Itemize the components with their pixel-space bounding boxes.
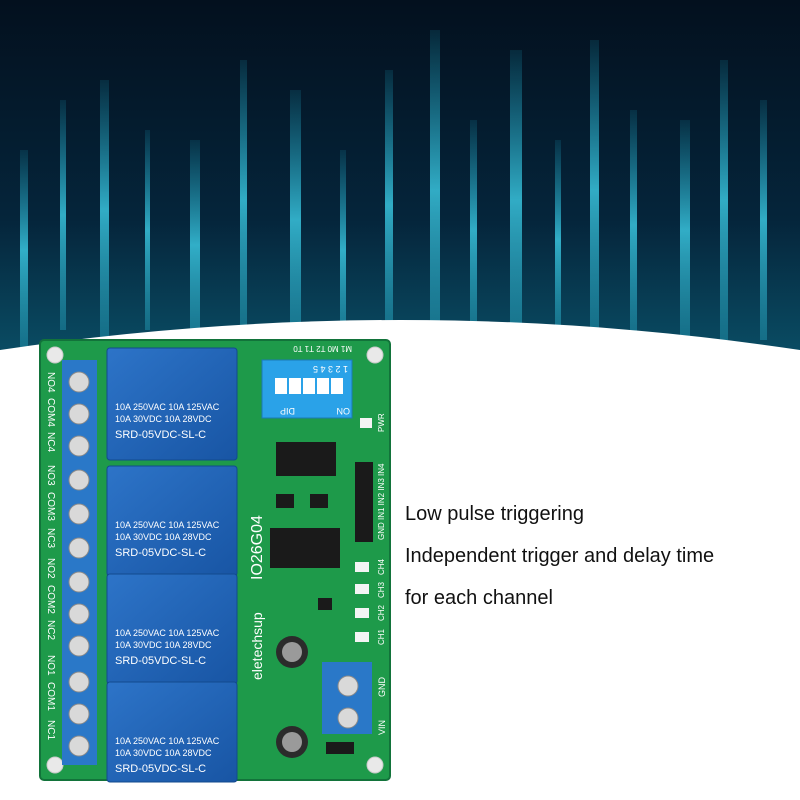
relay-rating: 10A 250VAC 10A 125VAC — [115, 520, 220, 530]
feature-list: Low pulse triggering Independent trigger… — [405, 500, 795, 626]
channel-leds: CH4 CH3 CH2 CH1 — [355, 558, 386, 645]
led-label: CH3 — [377, 581, 386, 598]
power-led-label: PWR — [377, 413, 386, 432]
feature-text: Low pulse triggering — [405, 503, 584, 525]
relay-rating: 10A 250VAC 10A 125VAC — [115, 628, 220, 638]
relay-part-number: SRD-05VDC-SL-C — [115, 655, 206, 667]
power-terminal-label: VIN — [377, 720, 387, 735]
relay-rating: 10A 30VDC 10A 28VDC — [115, 414, 212, 424]
diode — [326, 742, 354, 754]
capacitor — [276, 636, 308, 758]
dip-on-label: ON — [337, 406, 351, 416]
relay-4: 10A 250VAC 10A 125VAC 10A 30VDC 10A 28VD… — [106, 681, 238, 783]
terminal-label: NO4 — [45, 372, 56, 393]
terminal-label: NO3 — [45, 465, 56, 486]
terminal-label: COM3 — [45, 492, 56, 521]
relay-part-number: SRD-05VDC-SL-C — [115, 547, 206, 559]
relay-part-number: SRD-05VDC-SL-C — [115, 429, 206, 441]
relay-1: 10A 250VAC 10A 125VAC 10A 30VDC 10A 28VD… — [106, 347, 238, 461]
board-model-label: IO26G04 — [249, 515, 266, 580]
terminal-label: NC3 — [45, 528, 56, 548]
relay-rating: 10A 250VAC 10A 125VAC — [115, 402, 220, 412]
dip-switch: DIP ON 1 2 3 4 5 — [261, 359, 353, 419]
terminal-label: NO2 — [45, 558, 56, 579]
led-label: CH4 — [377, 558, 386, 575]
terminal-label: NC2 — [45, 620, 56, 640]
ic-chip — [270, 442, 340, 610]
board-brand-label: eletechsup — [249, 612, 265, 680]
led-label: CH2 — [377, 604, 386, 621]
power-led — [360, 418, 372, 428]
dip-numbers: 1 2 3 4 5 — [313, 364, 348, 374]
terminal-label: COM2 — [45, 585, 56, 614]
feature-text: Independent trigger and delay time — [405, 545, 715, 567]
relay-rating: 10A 30VDC 10A 28VDC — [115, 640, 212, 650]
relay-rating: 10A 250VAC 10A 125VAC — [115, 736, 220, 746]
terminal-label: NC4 — [45, 432, 56, 452]
relay-rating: 10A 30VDC 10A 28VDC — [115, 532, 212, 542]
dip-mode-labels: M1 M0 T2 T1 T0 — [293, 344, 352, 353]
power-terminal-label: GND — [377, 677, 387, 698]
power-terminal-block: VIN GND — [322, 662, 387, 735]
terminal-label: NO1 — [45, 655, 56, 676]
input-header-labels: GND IN1 IN2 IN3 IN4 — [377, 463, 386, 540]
terminal-label: NC1 — [45, 720, 56, 740]
dip-label: DIP — [280, 406, 295, 416]
terminal-label: COM1 — [45, 682, 56, 711]
relay-rating: 10A 30VDC 10A 28VDC — [115, 748, 212, 758]
relay-3: 10A 250VAC 10A 125VAC 10A 30VDC 10A 28VD… — [106, 573, 238, 685]
feature-text: for each channel — [405, 587, 553, 609]
relay-part-number: SRD-05VDC-SL-C — [115, 763, 206, 775]
terminal-label: COM4 — [45, 398, 56, 427]
input-pin-header: GND IN1 IN2 IN3 IN4 — [355, 462, 386, 542]
relay-module-board: NO4 COM4 NC4 NO3 COM3 NC3 NO2 COM2 NC2 N… — [39, 339, 391, 783]
relay-2: 10A 250VAC 10A 125VAC 10A 30VDC 10A 28VD… — [106, 465, 238, 577]
led-label: CH1 — [377, 628, 386, 645]
output-terminal-block — [62, 360, 97, 765]
